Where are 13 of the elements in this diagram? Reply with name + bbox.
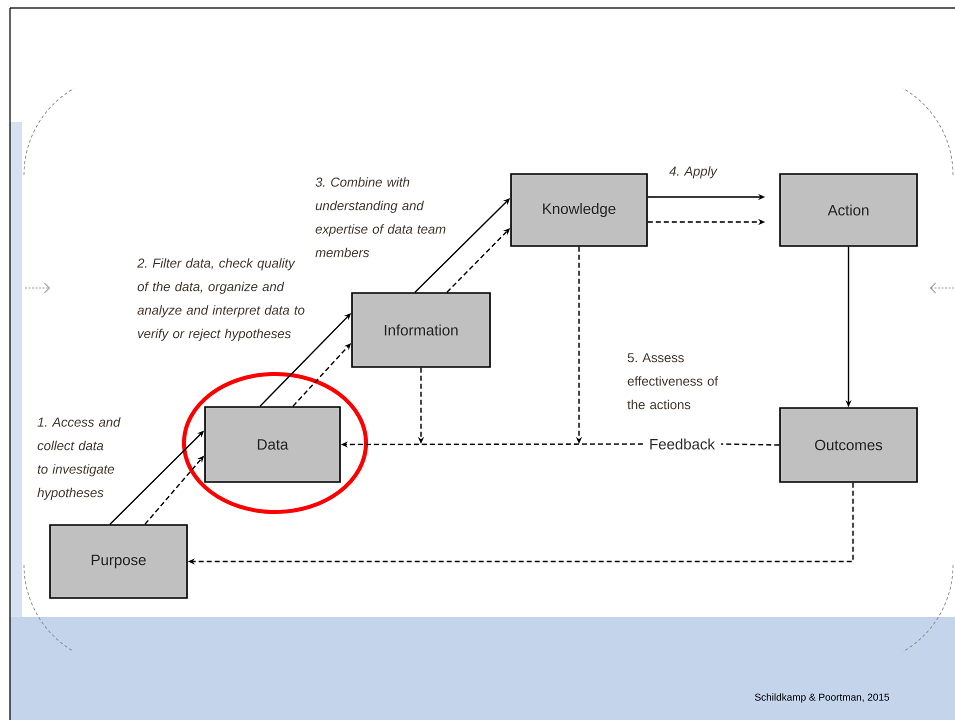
process-box: Knowledge (510, 173, 648, 247)
process-box: Data (204, 406, 341, 483)
edge-label: 1. Access and collect data to investigate hypotheses (37, 417, 121, 500)
edge-label: 4. Apply (669, 166, 718, 178)
process-box: Purpose (49, 524, 188, 599)
process-box: Action (779, 173, 918, 247)
edge-label: 2. Filter data, check quality of the data, organize and analyze and interpret data to verify or reject hypotheses (137, 258, 304, 341)
citation: Schildkamp & Poortman, 2015 (754, 693, 890, 703)
process-box: Outcomes (779, 407, 918, 483)
feedback-label: Feedback (650, 438, 715, 450)
process-box: Information (351, 292, 491, 368)
edge-label: 3. Combine with understanding and expertise of data team members (315, 177, 446, 258)
edge-label: 5. Assess effectiveness of the actions (627, 353, 718, 410)
